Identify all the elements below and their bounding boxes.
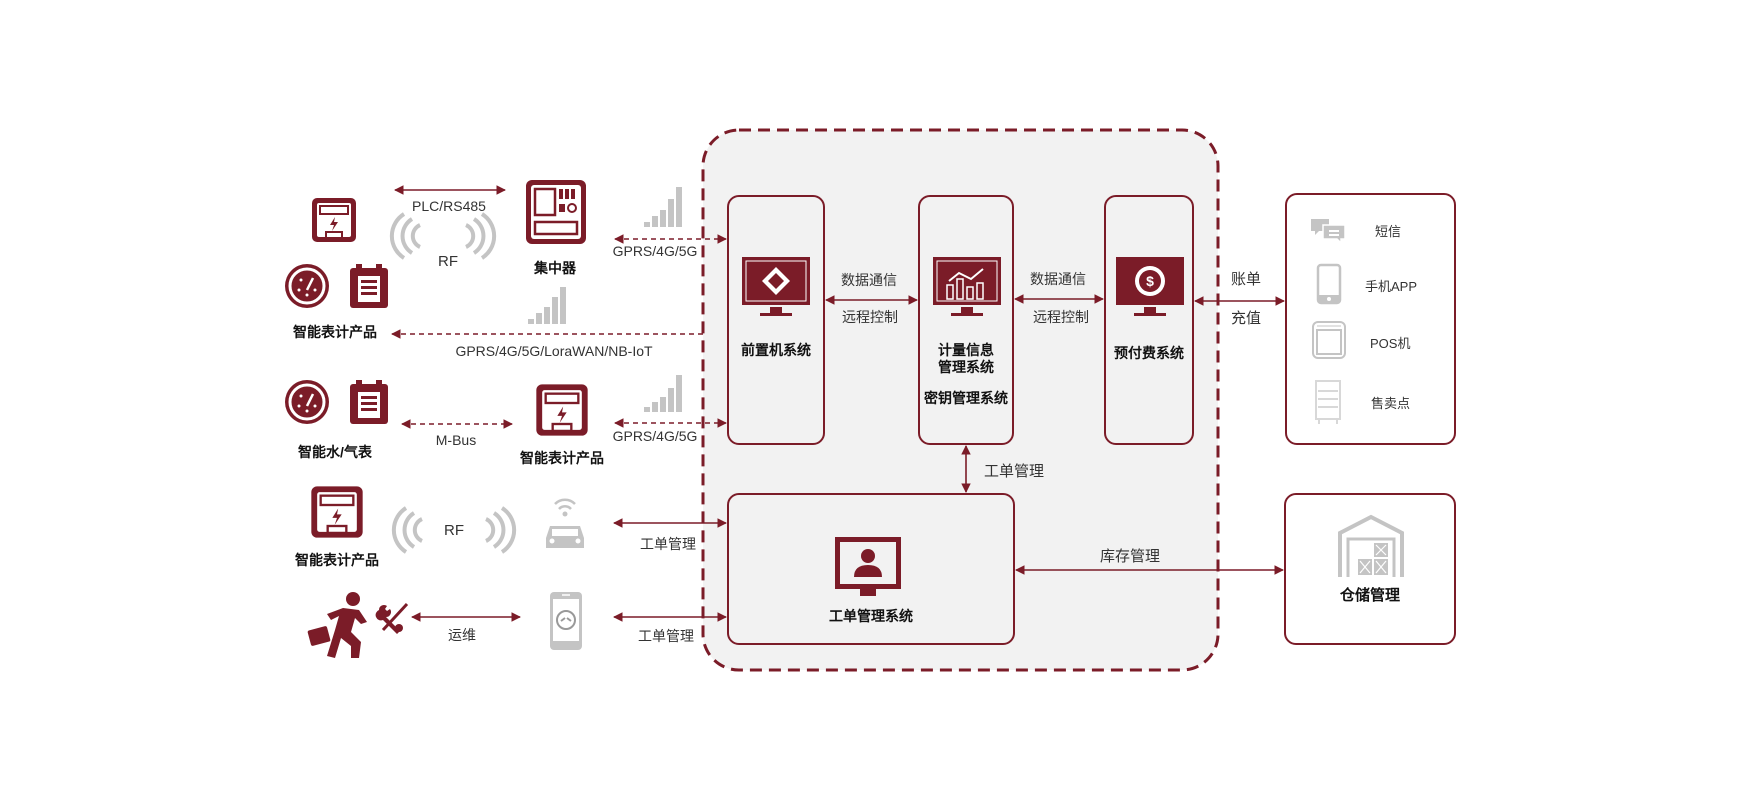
smart-meter-icon-1	[312, 198, 356, 242]
signal-bars-icon-2	[528, 287, 566, 324]
meter-label-row3: 智能表计产品	[520, 450, 604, 466]
maintenance-worker-icon	[307, 592, 409, 658]
metering-system-panel[interactable]: 计量信息 管理系统 密钥管理系统	[918, 195, 1014, 445]
prepay-system-name: 预付费系统	[1114, 345, 1184, 361]
concentrator-label: 集中器	[534, 260, 576, 276]
metering-system-name-line1: 计量信息	[938, 342, 994, 358]
kiosk-icon	[1315, 380, 1341, 424]
warehouse-icon	[1338, 514, 1404, 577]
sms-icon	[1311, 219, 1346, 245]
rf-label-2: RF	[444, 522, 464, 539]
warehouse-panel[interactable]: 仓储管理	[1284, 493, 1456, 645]
fe-mt-remote-control-label: 远程控制	[842, 309, 898, 325]
billing-label: 账单	[1230, 271, 1262, 288]
dollar-monitor-icon: $	[1116, 257, 1184, 316]
water-meter-icon-1	[350, 264, 388, 308]
work-order-system-panel[interactable]: 工单管理系统	[727, 493, 1015, 645]
gauge-meter-icon-1	[285, 264, 329, 308]
meter-label-row4: 智能表计产品	[295, 552, 379, 568]
inventory-management-label: 库存管理	[1099, 548, 1161, 565]
signal-bars-icon-3	[644, 375, 682, 412]
mobile-work-order-label: 工单管理	[638, 628, 694, 644]
mt-pp-remote-control-label: 远程控制	[1033, 309, 1089, 325]
key-management-system-name: 密钥管理系统	[924, 390, 1008, 406]
smart-meter-icon-2	[536, 384, 588, 436]
water-gas-meter-label: 智能水/气表	[298, 444, 372, 460]
device-group-label-1: 智能表计产品	[293, 324, 377, 340]
pos-terminal-icon	[1312, 321, 1346, 359]
channel-label-sms: 短信	[1375, 224, 1402, 239]
channel-label-kiosk: 售卖点	[1371, 396, 1411, 411]
plc-rs485-label: PLC/RS485	[412, 198, 486, 214]
signal-bars-icon-1	[644, 187, 682, 227]
mt-wo-label: 工单管理	[983, 463, 1045, 480]
work-order-system-name: 工单管理系统	[829, 608, 913, 624]
uplink-label-3: GPRS/4G/5G	[612, 428, 698, 444]
front-end-system-panel[interactable]: 前置机系统	[727, 195, 825, 445]
concentrator-icon	[526, 180, 586, 244]
svg-text:$: $	[1146, 273, 1154, 289]
payment-channels-panel: 短信 手机APP POS机 售卖点	[1285, 193, 1456, 445]
uplink-label-2: GPRS/4G/5G/LoraWAN/NB-IoT	[455, 343, 653, 359]
water-meter-icon-2	[350, 380, 388, 424]
mobile-phone-icon	[1316, 263, 1342, 305]
rf-waves-icon-2	[391, 506, 517, 554]
smart-meter-icon-3	[311, 486, 363, 538]
meter-reading-vehicle-icon	[546, 498, 584, 548]
prepay-system-panel[interactable]: $ 预付费系统	[1104, 195, 1194, 445]
gauge-meter-icon-2	[285, 380, 329, 424]
front-end-system-name: 前置机系统	[741, 342, 811, 358]
rf-label-1: RF	[438, 253, 458, 270]
recharge-label: 充值	[1230, 310, 1262, 327]
uplink-label-1: GPRS/4G/5G	[612, 243, 698, 259]
channel-label-app: 手机APP	[1365, 279, 1418, 294]
user-monitor-icon	[835, 537, 901, 596]
analytics-monitor-icon	[933, 257, 1001, 316]
mbus-label: M-Bus	[435, 432, 477, 448]
handheld-terminal-icon	[550, 592, 582, 650]
metering-system-name-line2: 管理系统	[938, 359, 994, 375]
rf-waves-icon-1	[389, 212, 497, 260]
fe-mt-data-comm-label: 数据通信	[841, 272, 897, 288]
mt-pp-data-comm-label: 数据通信	[1030, 271, 1086, 287]
warehouse-name: 仓储管理	[1339, 587, 1400, 604]
ops-label: 运维	[448, 627, 476, 643]
front-end-monitor-icon	[742, 257, 810, 316]
vehicle-work-order-label: 工单管理	[640, 536, 696, 552]
channel-label-pos: POS机	[1370, 336, 1411, 351]
